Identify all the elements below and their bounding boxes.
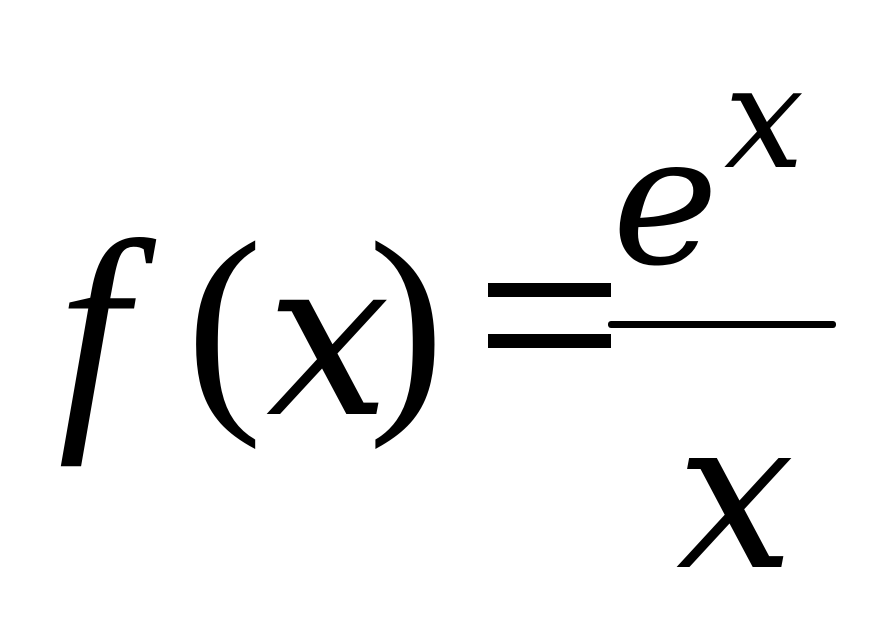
numerator-base: e [612,97,719,306]
numerator-exponent: x [724,36,805,201]
fraction-bar [608,321,836,328]
function-argument: x [266,210,391,466]
right-parenthesis: ) [368,195,445,450]
function-name: f [58,191,128,468]
equals-sign-top-bar [488,283,611,297]
denominator: x [676,372,795,617]
math-formula: f ( x ) e x x [58,36,836,600]
equals-sign-bottom-bar [488,334,611,348]
left-parenthesis: ( [186,195,263,450]
